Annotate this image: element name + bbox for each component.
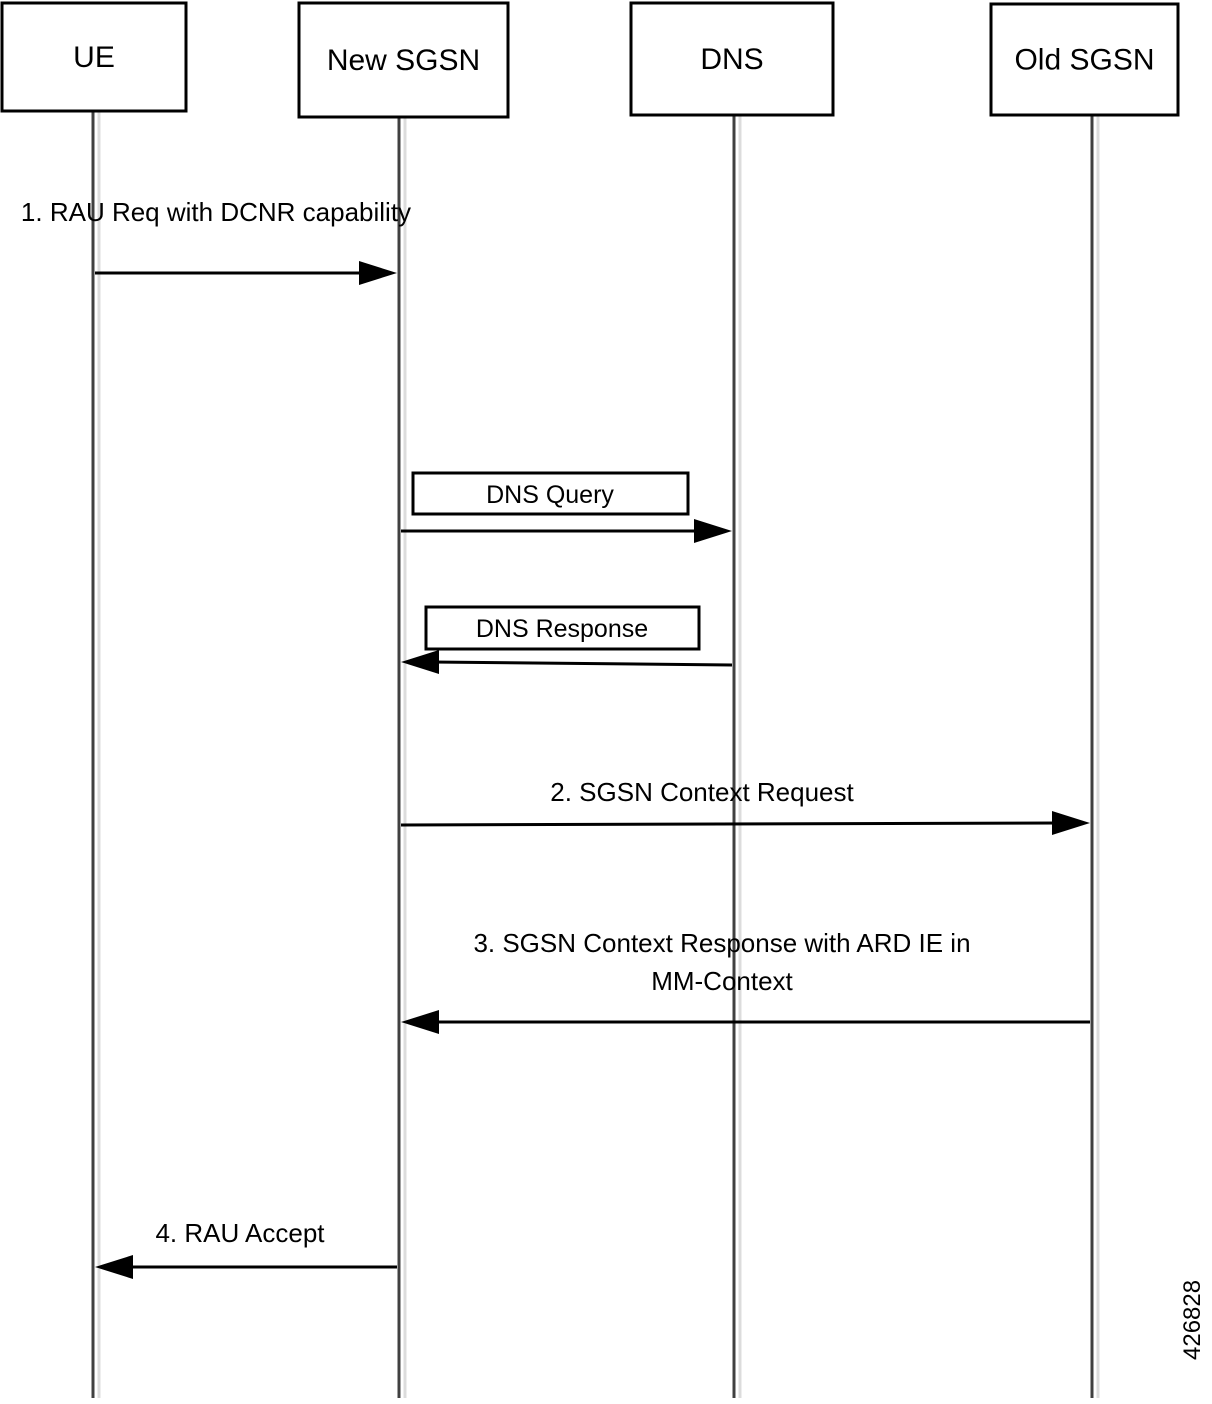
figure-id-label: 426828	[1179, 1280, 1206, 1360]
message-label-box	[424, 605, 701, 651]
message-arrow-line	[400, 821, 1061, 827]
message-label: MM-Context	[651, 966, 793, 996]
participant-box	[0, 1, 188, 113]
arrowhead-icon	[95, 1255, 133, 1279]
message-label: DNS Response	[476, 615, 648, 643]
message-label: DNS Query	[486, 481, 614, 509]
message-label: 2. SGSN Context Request	[550, 777, 854, 807]
message-label: 1. RAU Req with DCNR capability	[21, 197, 411, 227]
message-label-box	[411, 471, 690, 516]
message-arrow-line	[430, 660, 733, 667]
participant-ue: UE	[0, 1, 188, 113]
participant-label: DNS	[700, 43, 763, 76]
arrowhead-icon	[1052, 811, 1090, 835]
message-m2: 2. SGSN Context Request	[400, 777, 1090, 835]
message-m-dns-query: DNS Query	[401, 471, 732, 543]
message-m1: 1. RAU Req with DCNR capability	[21, 197, 411, 285]
message-label: 3. SGSN Context Response with ARD IE in	[473, 928, 970, 958]
message-m4: 4. RAU Accept	[95, 1218, 397, 1279]
participant-box	[989, 2, 1180, 117]
participant-label: New SGSN	[327, 44, 480, 77]
participant-box	[629, 1, 835, 117]
arrowhead-icon	[694, 519, 732, 543]
participant-new-sgsn: New SGSN	[297, 1, 510, 119]
participant-dns: DNS	[629, 1, 835, 117]
message-label: 4. RAU Accept	[155, 1218, 325, 1248]
message-m-dns-response: DNS Response	[401, 605, 733, 674]
arrowhead-icon	[401, 650, 439, 674]
participant-old-sgsn: Old SGSN	[989, 2, 1180, 117]
arrowhead-icon	[401, 1010, 439, 1034]
participant-label: Old SGSN	[1014, 44, 1154, 77]
participant-box	[297, 1, 510, 119]
message-m3: 3. SGSN Context Response with ARD IE in M…	[401, 928, 1090, 1034]
arrowhead-icon	[359, 261, 397, 285]
participant-label: UE	[73, 41, 115, 74]
